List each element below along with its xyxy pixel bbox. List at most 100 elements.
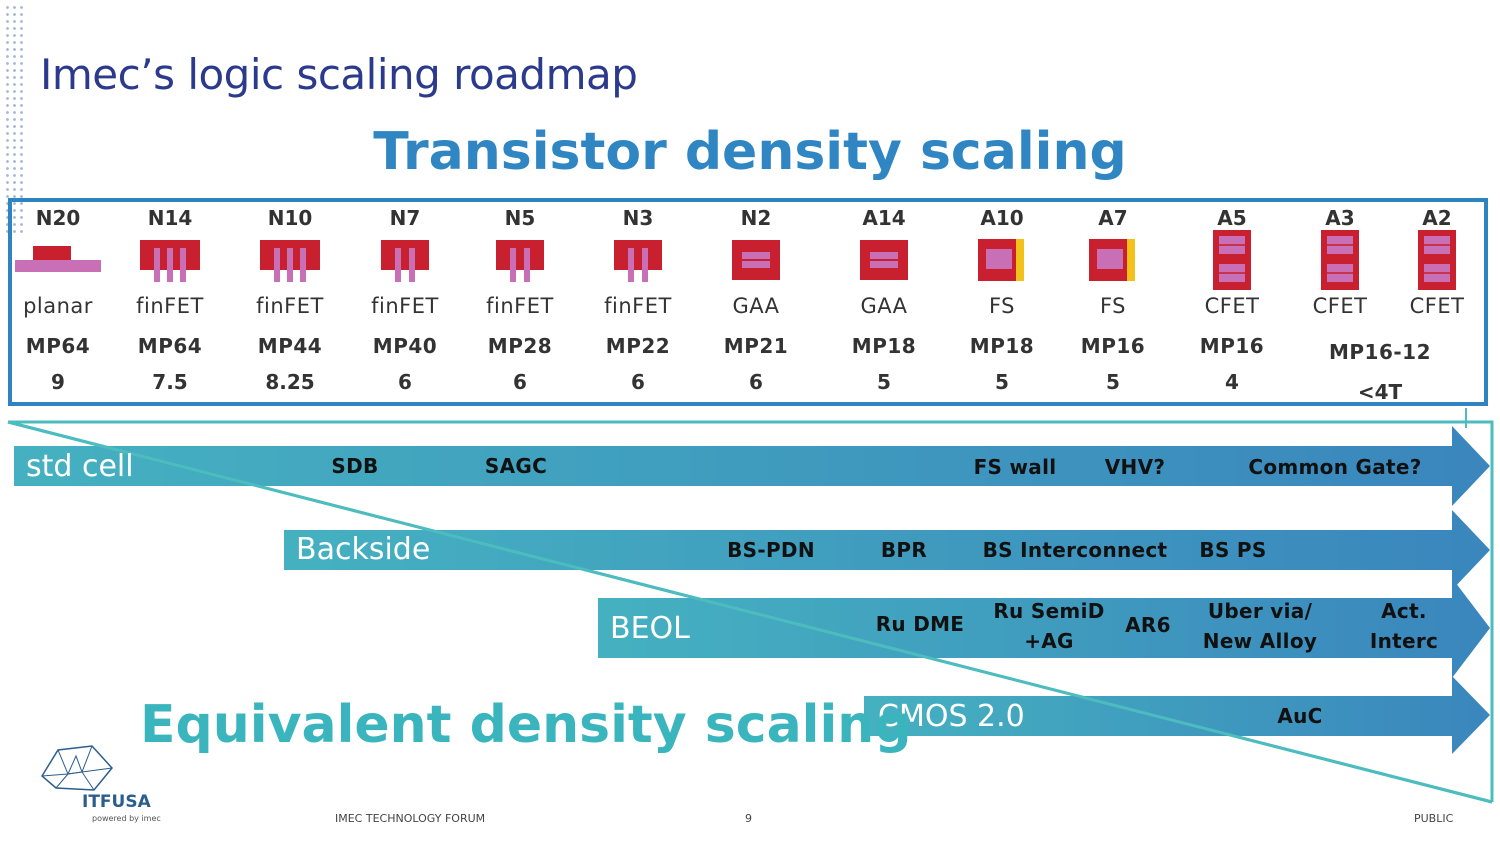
tag-sdb: SDB: [331, 454, 379, 478]
node-label: A3: [1325, 206, 1355, 230]
node-label: A5: [1217, 206, 1247, 230]
footer-page-number: 9: [745, 812, 752, 825]
metal-pitch: MP64: [137, 334, 203, 358]
tag-sagc: SAGC: [484, 454, 548, 478]
device-type: CFET: [1409, 294, 1465, 318]
node-label: A10: [980, 206, 1024, 230]
node-label: N7: [389, 206, 421, 230]
track-height: 6: [513, 370, 527, 394]
device-type: FS: [988, 294, 1016, 318]
tag-ru-dme: Ru DME: [875, 612, 965, 636]
node-a3: A3 CFET: [1285, 206, 1395, 318]
metal-pitch: MP44: [257, 334, 323, 358]
node-n3: N3 finFET MP22 6: [583, 206, 693, 394]
node-n2: N2 GAA MP21 6: [701, 206, 811, 394]
track-height: 5: [995, 370, 1009, 394]
tag-bs-interconnect: BS Interconnect: [982, 538, 1168, 562]
gaa-icon: [829, 236, 939, 284]
device-type: planar: [23, 294, 93, 318]
shared-track-height: <4T: [1357, 380, 1403, 404]
tag-bpr: BPR: [880, 538, 928, 562]
finfet-icon: [465, 236, 575, 284]
node-a7: A7 FS MP16 5: [1058, 206, 1168, 394]
metal-pitch: MP40: [372, 334, 438, 358]
band-label-cmos2: CMOS 2.0: [878, 699, 1025, 734]
node-label: N14: [147, 206, 193, 230]
node-n20: N20 planar MP64 9: [3, 206, 113, 394]
tag-uber-via: Uber via/ New Alloy: [1202, 599, 1318, 653]
device-type: finFET: [486, 294, 554, 318]
metal-pitch: MP28: [487, 334, 553, 358]
itf-logo-text: ITFUSA: [82, 792, 151, 812]
footer-classification: PUBLIC: [1414, 812, 1454, 825]
track-height: 6: [749, 370, 763, 394]
device-type: GAA: [732, 294, 780, 318]
forksheet-icon: [947, 236, 1057, 284]
band-label-backside: Backside: [296, 532, 431, 567]
track-height: 4: [1225, 370, 1239, 394]
node-a14: A14 GAA MP18 5: [829, 206, 939, 394]
planar-transistor-icon: [3, 236, 113, 284]
track-height: 6: [398, 370, 412, 394]
metal-pitch: MP16: [1199, 334, 1265, 358]
device-type: finFET: [136, 294, 204, 318]
transistor-scaling-heading: Transistor density scaling: [373, 122, 1127, 182]
tag-ru-semid-ag: Ru SemiD +AG: [993, 599, 1105, 653]
itf-logo-subtext: powered by imec: [92, 814, 161, 823]
node-label: A2: [1422, 206, 1452, 230]
finfet-icon: [350, 236, 460, 284]
shared-metal-pitch: MP16-12: [1328, 340, 1432, 364]
tag-common-gate: Common Gate?: [1248, 455, 1422, 479]
metal-pitch: MP64: [25, 334, 91, 358]
equivalent-scaling-heading: Equivalent density scaling: [140, 695, 912, 755]
node-a5: A5 CFET MP16 4: [1177, 206, 1287, 394]
footer-forum: IMEC TECHNOLOGY FORUM: [335, 812, 486, 825]
tag-act-interc: Act. Interc: [1369, 599, 1439, 653]
cmos2-arrow: [864, 676, 1490, 754]
node-n5: N5 finFET MP28 6: [465, 206, 575, 394]
std-cell-arrow: [14, 426, 1490, 506]
device-type: finFET: [604, 294, 672, 318]
page-title: Imec’s logic scaling roadmap: [40, 50, 638, 99]
finfet-icon: [115, 236, 225, 284]
node-a2: A2 CFET: [1382, 206, 1492, 318]
node-roadmap-box: [8, 198, 1488, 406]
metal-pitch: MP18: [969, 334, 1035, 358]
node-label: N10: [267, 206, 313, 230]
track-height: 6: [631, 370, 645, 394]
track-height: 8.25: [265, 370, 315, 394]
finfet-icon: [583, 236, 693, 284]
metal-pitch: MP16: [1080, 334, 1146, 358]
metal-pitch: MP21: [723, 334, 789, 358]
tag-bs-pdn: BS-PDN: [727, 538, 815, 562]
node-label: N2: [740, 206, 772, 230]
cfet-icon: [1382, 230, 1492, 290]
device-type: FS: [1099, 294, 1127, 318]
node-a10: A10 FS MP18 5: [947, 206, 1057, 394]
tag-ar6: AR6: [1125, 613, 1171, 637]
node-label: A7: [1098, 206, 1128, 230]
device-type: GAA: [860, 294, 908, 318]
device-type: finFET: [256, 294, 324, 318]
cfet-icon: [1285, 230, 1395, 290]
gaa-icon: [701, 236, 811, 284]
node-n14: N14 finFET MP64 7.5: [115, 206, 225, 394]
metal-pitch: MP22: [605, 334, 671, 358]
node-label: A14: [862, 206, 906, 230]
tag-vhv: VHV?: [1104, 455, 1166, 479]
node-n7: N7 finFET MP40 6: [350, 206, 460, 394]
track-height: 5: [1106, 370, 1120, 394]
beol-arrow: [598, 578, 1490, 678]
track-height: 7.5: [152, 370, 188, 394]
tag-fs-wall: FS wall: [973, 455, 1057, 479]
device-type: CFET: [1204, 294, 1260, 318]
metal-pitch: MP18: [851, 334, 917, 358]
tag-bs-ps: BS PS: [1199, 538, 1267, 562]
track-height: 9: [51, 370, 65, 394]
band-label-std-cell: std cell: [26, 449, 134, 484]
node-label: N3: [622, 206, 654, 230]
node-n10: N10 finFET MP44 8.25: [235, 206, 345, 394]
finfet-icon: [235, 236, 345, 284]
itf-globe-logo: [41, 745, 113, 791]
forksheet-icon: [1058, 236, 1168, 284]
